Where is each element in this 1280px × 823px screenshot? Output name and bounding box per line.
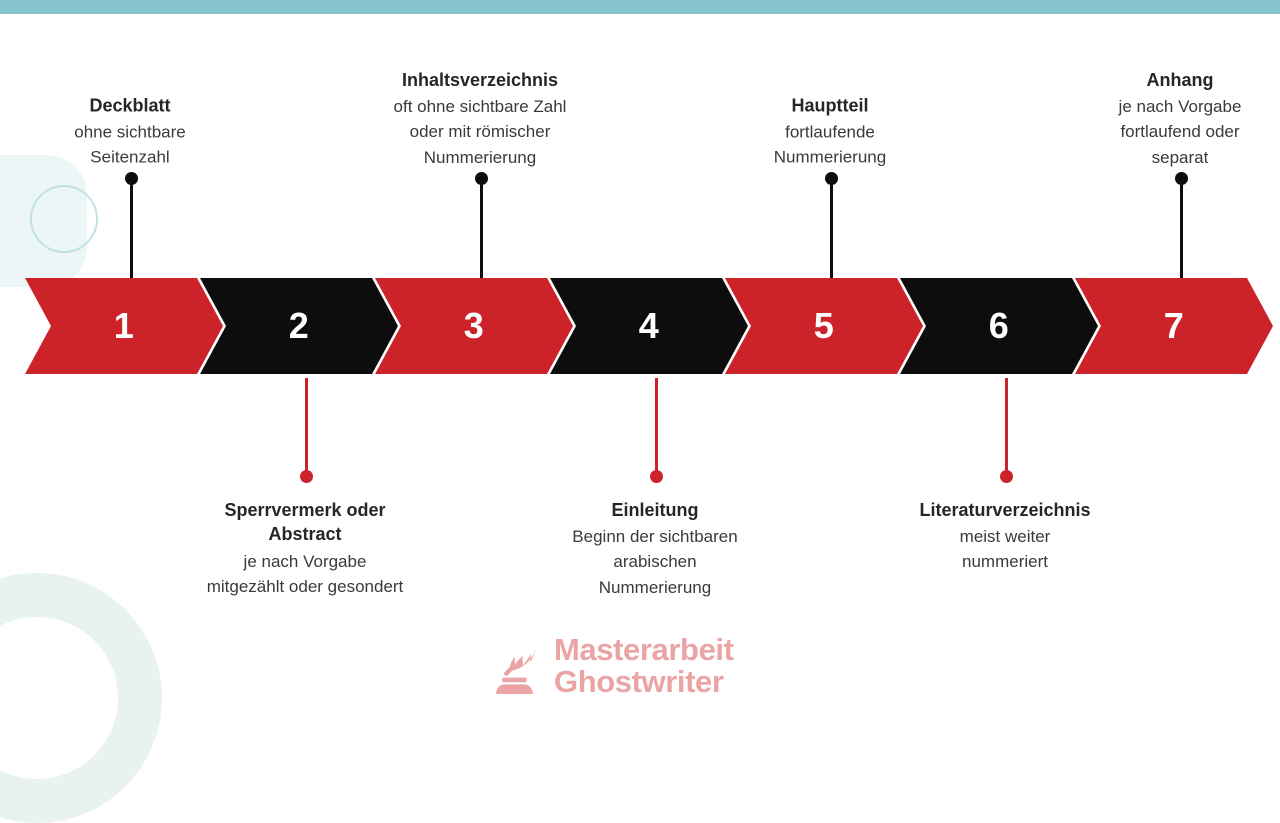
- logo-line-2: Ghostwriter: [554, 663, 724, 699]
- connector-line: [1005, 378, 1008, 476]
- top-accent-bar: [0, 0, 1280, 14]
- connector-line: [130, 177, 133, 279]
- connector-dot: [1175, 172, 1188, 185]
- connector-dot: [475, 172, 488, 185]
- step-title-4: Einleitung: [611, 500, 699, 520]
- step-title-1: Deckblatt: [89, 95, 171, 116]
- decorative-donut-ring: [0, 573, 162, 823]
- quill-pen-icon: [488, 637, 542, 695]
- decorative-circle-outline: [30, 185, 98, 253]
- connector-dot: [650, 470, 663, 483]
- timeline-step-4[interactable]: 4: [550, 278, 748, 374]
- step-title-7: Anhang: [1146, 70, 1214, 91]
- timeline-step-6[interactable]: 6: [900, 278, 1098, 374]
- timeline-step-3[interactable]: 3: [375, 278, 573, 374]
- connector-line: [830, 177, 833, 279]
- step-label-3: Inhaltsverzeichnis oft ohne sichtbare Zah…: [350, 68, 610, 170]
- timeline-step-5[interactable]: 5: [725, 278, 923, 374]
- timeline-step-2[interactable]: 2: [200, 278, 398, 374]
- connector-dot: [1000, 470, 1013, 483]
- step-title-6: Literaturverzeichnis: [919, 500, 1091, 520]
- connector-line: [480, 177, 483, 279]
- connector-line: [305, 378, 308, 476]
- logo-wordmark: Masterarbeit Ghostwriter: [554, 634, 734, 697]
- timeline-step-7[interactable]: 7: [1075, 278, 1273, 374]
- connector-dot: [125, 172, 138, 185]
- connector-dot: [825, 172, 838, 185]
- logo-line-1: Masterarbeit: [554, 632, 734, 667]
- connector-line: [655, 378, 658, 476]
- connector-dot: [300, 470, 313, 483]
- step-title-3: Inhaltsverzeichnis: [401, 70, 559, 91]
- brand-logo: Masterarbeit Ghostwriter: [488, 634, 734, 697]
- connector-line: [1180, 177, 1183, 279]
- step-title-5: Hauptteil: [791, 95, 869, 116]
- timeline-step-1[interactable]: 1: [25, 278, 223, 374]
